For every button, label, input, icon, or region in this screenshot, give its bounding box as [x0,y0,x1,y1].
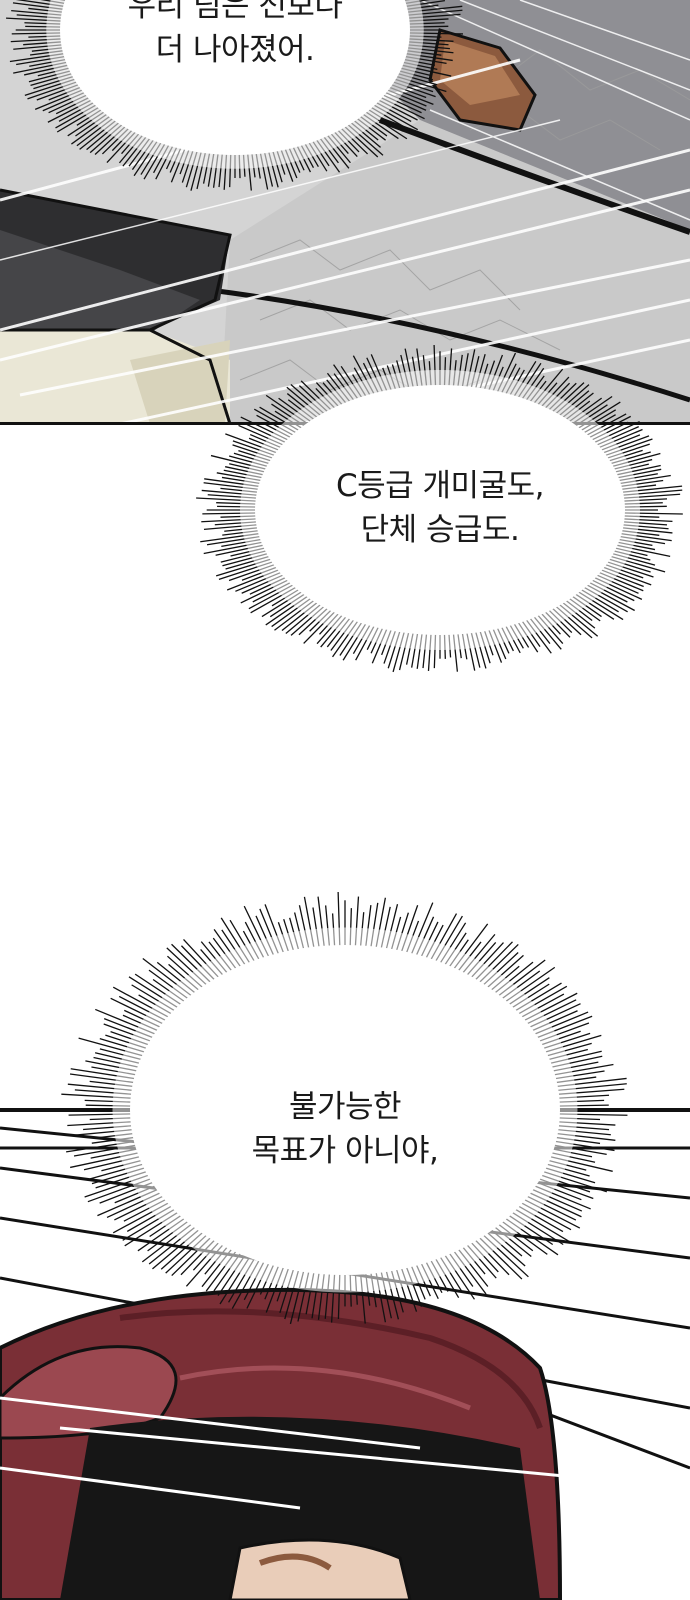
bubble-2-text: C등급 개미굴도, 단체 승급도. [300,464,580,552]
bottom-panel-artwork [0,1108,690,1600]
bubble-2-line-2: 단체 승급도. [360,512,520,548]
bubble-2-line-1: C등급 개미굴도, [336,468,544,504]
bubble-3-text: 불가능한 목표가 아니야, [210,1085,480,1173]
bubble-1-line-2: 더 나아졌어. [155,32,315,68]
bubble-3-line-2: 목표가 아니야, [251,1133,439,1169]
bubble-3-line-1: 불가능한 [288,1089,402,1125]
bottom-art-panel [0,1108,690,1600]
top-panel-border [0,422,690,425]
bubble-1-text: 우리 팀은 전보다 더 나아졌어. [110,0,360,72]
bubble-1-line-1: 우리 팀은 전보다 [127,0,343,24]
